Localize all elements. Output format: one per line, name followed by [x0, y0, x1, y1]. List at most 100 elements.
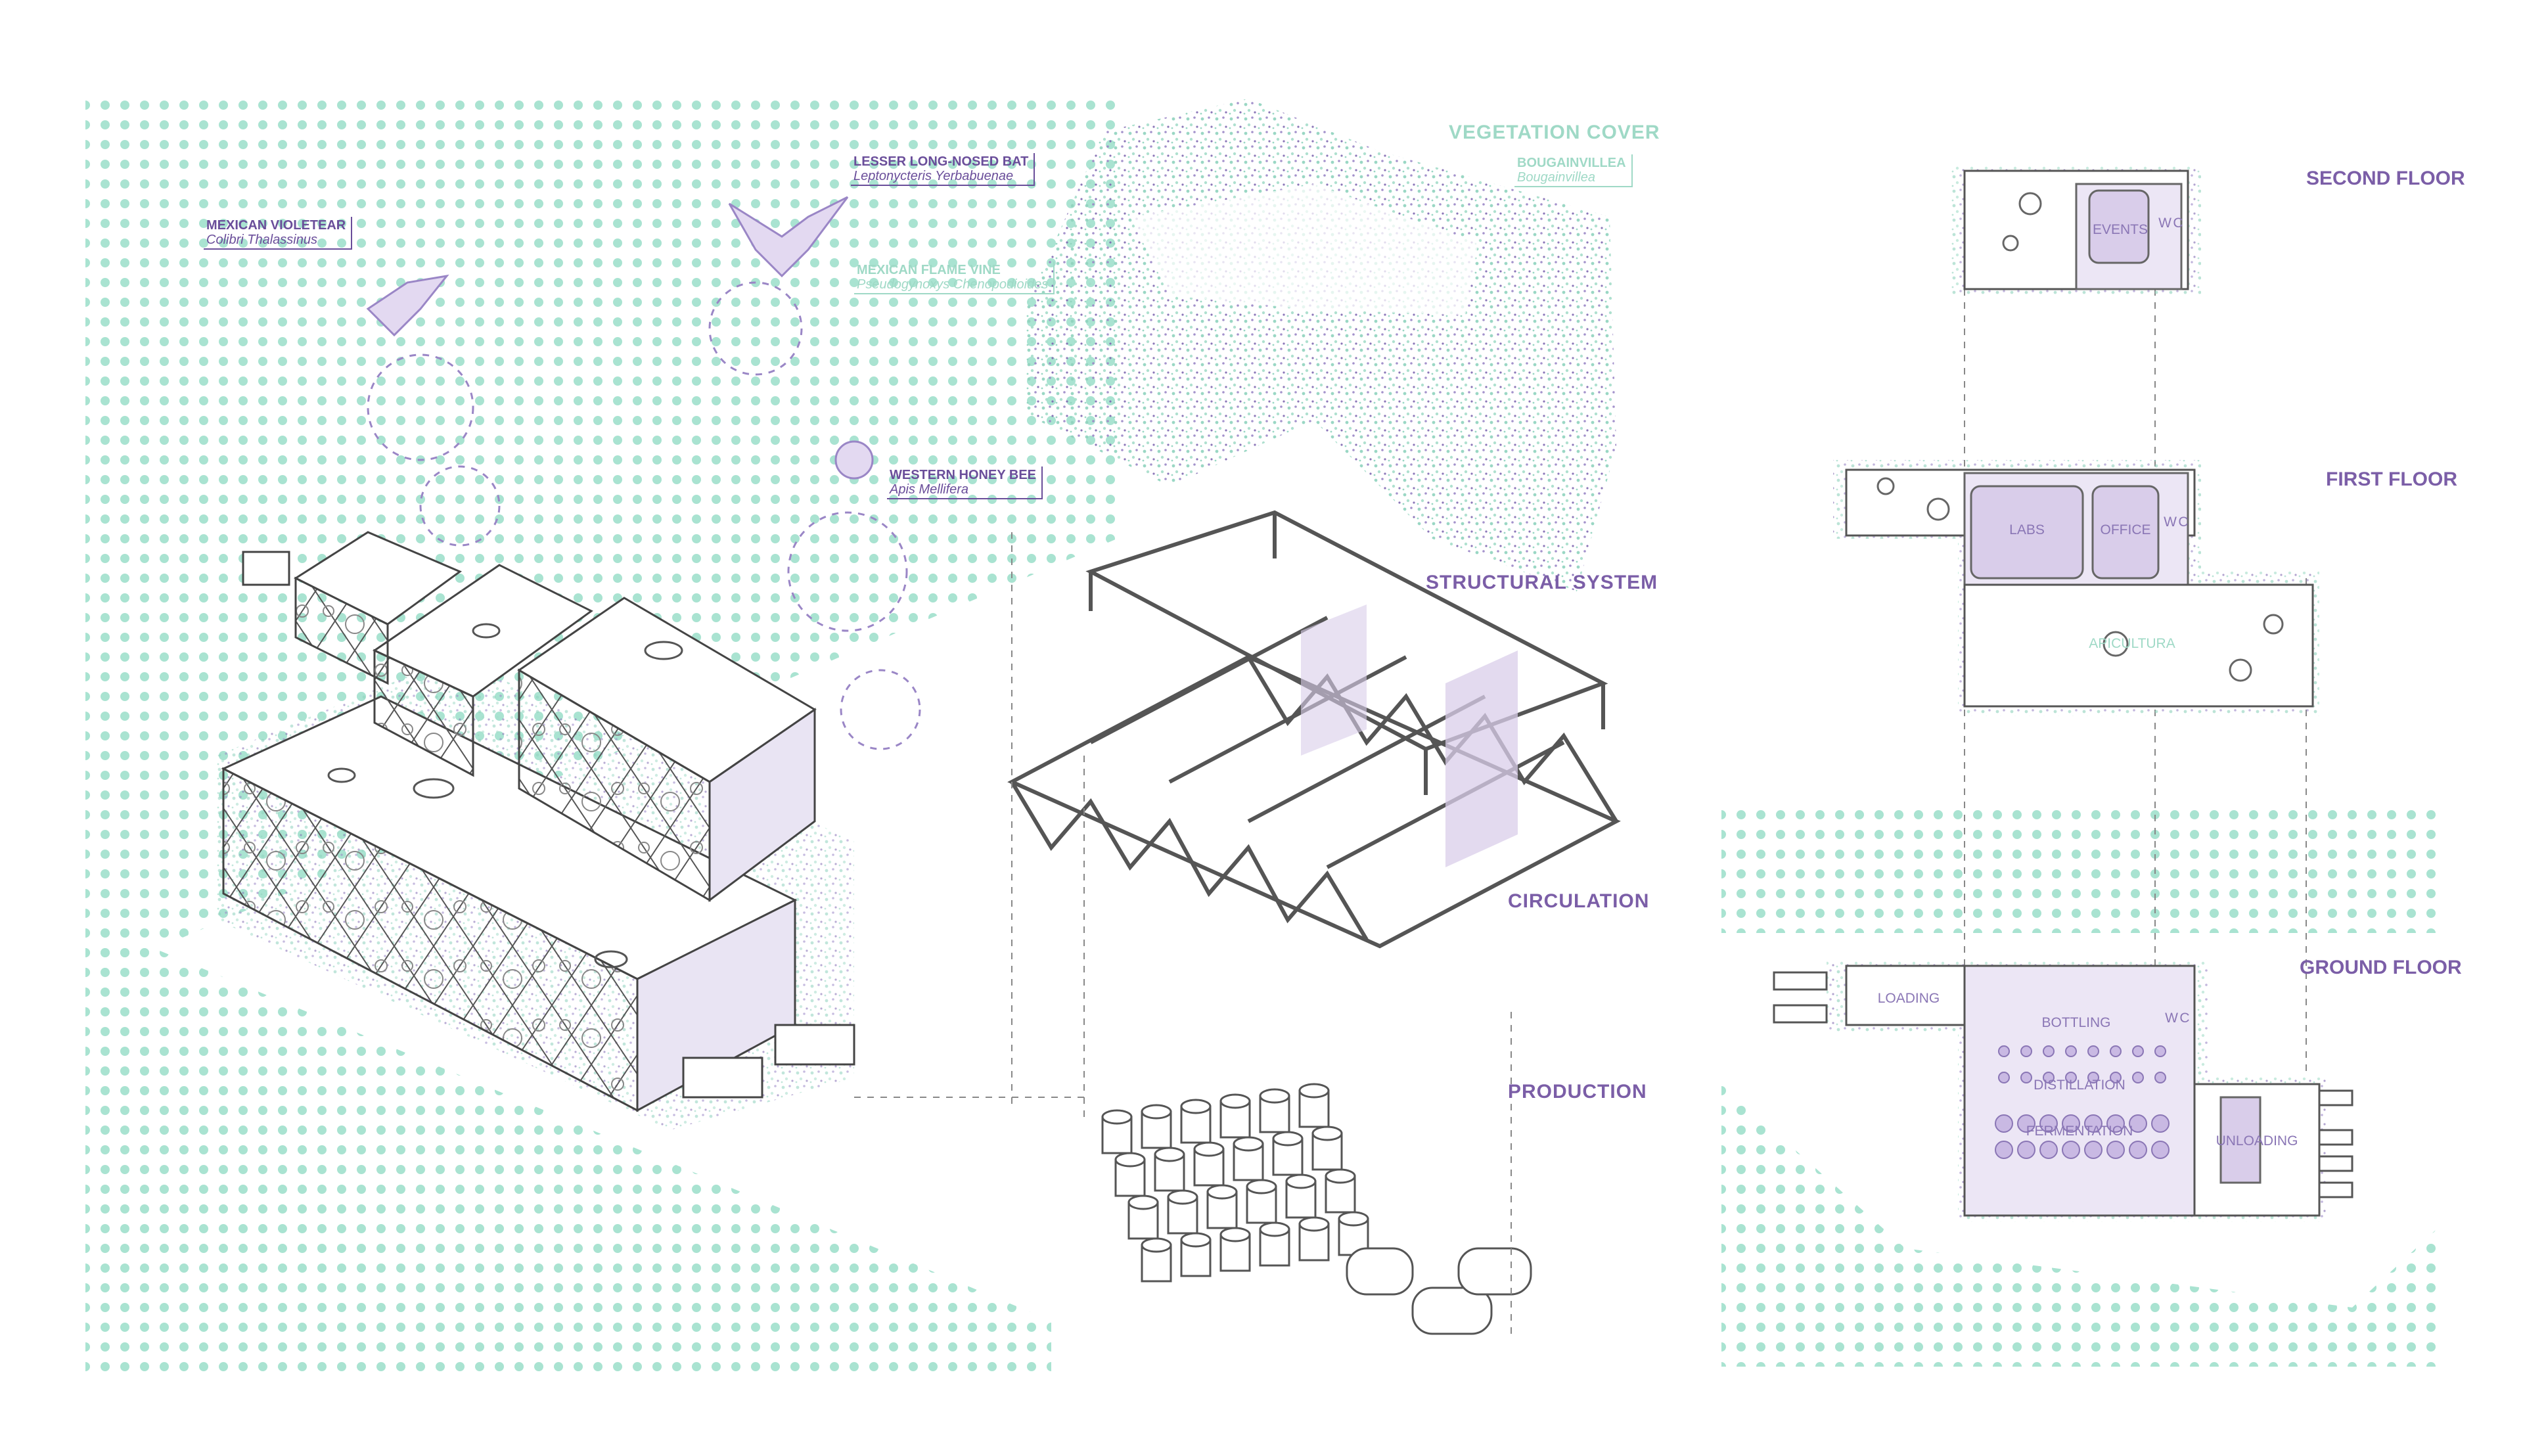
equipment-dot	[2151, 1114, 2170, 1133]
tag-common-name: MEXICAN VIOLETEAR	[206, 218, 346, 233]
fermentation-tank	[1167, 1189, 1198, 1235]
fermentation-tank	[1285, 1173, 1317, 1219]
equipment-dot	[1995, 1114, 2013, 1133]
room-distillation: DISTILLATION	[2034, 1078, 2125, 1093]
tag-common-name: BOUGAINVILLEA	[1517, 156, 1626, 170]
label-vegetation-cover: VEGETATION COVER	[1449, 122, 1660, 143]
fermentation-tank	[1259, 1221, 1290, 1267]
fermentation-tank	[1141, 1237, 1172, 1283]
fermentation-tank	[1114, 1152, 1146, 1197]
equipment-dot	[2154, 1045, 2166, 1057]
floor-plan-second	[1951, 164, 2201, 296]
equipment-dot	[2106, 1114, 2125, 1133]
tag-mexican-flame-vine: MEXICAN FLAME VINE Pseudogynoxys Chenopo…	[854, 262, 1055, 294]
equipment-dot	[2132, 1072, 2144, 1083]
room-unloading: UNLOADING	[2216, 1133, 2298, 1149]
fermentation-tank	[1311, 1126, 1343, 1171]
floor-title-ground: GROUND FLOOR	[2300, 957, 2462, 978]
room-wc-w: W	[2165, 1011, 2178, 1026]
dot-field-right	[1721, 802, 2444, 1367]
vegetation-cover	[1025, 99, 1616, 591]
fermentation-tank	[1180, 1099, 1212, 1144]
room-apicultura: APICULTURA	[2089, 636, 2175, 651]
fermentation-tank	[1298, 1216, 1330, 1262]
tag-latin-name: Bougainvillea	[1517, 170, 1595, 185]
fermentation-tank	[1233, 1136, 1264, 1181]
equipment-dot	[2106, 1141, 2125, 1159]
room-wc-c: C	[2179, 1011, 2190, 1026]
equipment-dot	[2062, 1141, 2080, 1159]
room-wc-w: W	[2164, 514, 2177, 530]
equipment-dot	[2110, 1045, 2122, 1057]
tag-latin-name: Colibri Thalassinus	[206, 233, 317, 247]
equipment-dot	[2154, 1072, 2166, 1083]
tag-mexican-violetear: MEXICAN VIOLETEAR Colibri Thalassinus	[204, 217, 353, 250]
species-silhouettes	[366, 196, 874, 480]
tag-latin-name: Leptonycteris Yerbabuenae	[853, 169, 1014, 183]
tag-western-honey-bee: WESTERN HONEY BEE Apis Mellifera	[887, 466, 1043, 499]
label-production: PRODUCTION	[1508, 1081, 1647, 1103]
fermentation-tank	[1219, 1093, 1251, 1139]
room-wc-c: C	[2178, 514, 2189, 530]
tag-common-name: WESTERN HONEY BEE	[890, 468, 1036, 482]
fermentation-tank	[1259, 1088, 1290, 1133]
equipment-dot	[2065, 1072, 2077, 1083]
room-labs: LABS	[2009, 522, 2045, 537]
tag-common-name: LESSER LONG-NOSED BAT	[853, 154, 1029, 169]
floor-title-first: FIRST FLOOR	[2326, 468, 2457, 490]
room-events: EVENTS	[2093, 222, 2148, 237]
room-fermentation: FERMENTATION	[2026, 1124, 2133, 1139]
equipment-dot	[1995, 1141, 2013, 1159]
bat-icon	[728, 196, 849, 278]
equipment-dot	[2087, 1045, 2099, 1057]
room-office: OFFICE	[2100, 522, 2151, 537]
bee-icon	[834, 440, 874, 480]
fermentation-tank	[1206, 1184, 1238, 1229]
tag-latin-name: Pseudogynoxys Chenopodioides	[857, 277, 1049, 292]
room-bottling: BOTTLING	[2041, 1015, 2111, 1030]
equipment-dot	[2110, 1072, 2122, 1083]
fermentation-tank	[1219, 1227, 1251, 1272]
equipment-dot	[2087, 1072, 2099, 1083]
equipment-dot	[2020, 1045, 2032, 1057]
equipment-dot	[2084, 1141, 2102, 1159]
floor-title-second: SECOND FLOOR	[2306, 168, 2465, 189]
fermentation-tank	[1193, 1141, 1225, 1187]
equipment-dot	[2062, 1114, 2080, 1133]
hummingbird-icon	[366, 274, 449, 337]
equipment-dot	[2151, 1141, 2170, 1159]
fermentation-tank	[1298, 1083, 1330, 1128]
room-wc-w: W	[2158, 216, 2171, 231]
equipment-dot	[2129, 1141, 2147, 1159]
fermentation-tank	[1338, 1211, 1369, 1256]
fermentation-tank	[1272, 1131, 1304, 1176]
equipment-dot	[2132, 1045, 2144, 1057]
tag-latin-name: Apis Mellifera	[890, 482, 969, 497]
equipment-dot	[2017, 1141, 2035, 1159]
equipment-dot	[2129, 1114, 2147, 1133]
tag-common-name: MEXICAN FLAME VINE	[857, 263, 1001, 277]
floor-plan-ground	[1773, 959, 2353, 1222]
room-loading: LOADING	[1877, 991, 1940, 1006]
flight-paths	[367, 281, 921, 750]
equipment-dot	[2065, 1045, 2077, 1057]
fermentation-tank	[1127, 1194, 1159, 1240]
fermentation-tank	[1101, 1109, 1133, 1154]
equipment-dot	[2020, 1072, 2032, 1083]
fermentation-tank	[1141, 1104, 1172, 1149]
equipment-dot	[2017, 1114, 2035, 1133]
room-wc-c: C	[2173, 216, 2183, 231]
fermentation-tank	[1180, 1232, 1212, 1277]
production-equipment	[1101, 1083, 1532, 1335]
equipment-dot	[2039, 1141, 2058, 1159]
fermentation-tank	[1246, 1179, 1277, 1224]
equipment-dot	[2043, 1045, 2055, 1057]
floor-plan-first	[1833, 460, 2319, 716]
circulation-core	[1301, 604, 1518, 867]
label-structural-system: STRUCTURAL SYSTEM	[1426, 572, 1658, 593]
tag-lesser-long-nosed-bat: LESSER LONG-NOSED BAT Leptonycteris Yerb…	[851, 153, 1035, 186]
equipment-dot	[2084, 1114, 2102, 1133]
fermentation-tank	[1325, 1168, 1356, 1214]
label-circulation: CIRCULATION	[1508, 890, 1650, 912]
